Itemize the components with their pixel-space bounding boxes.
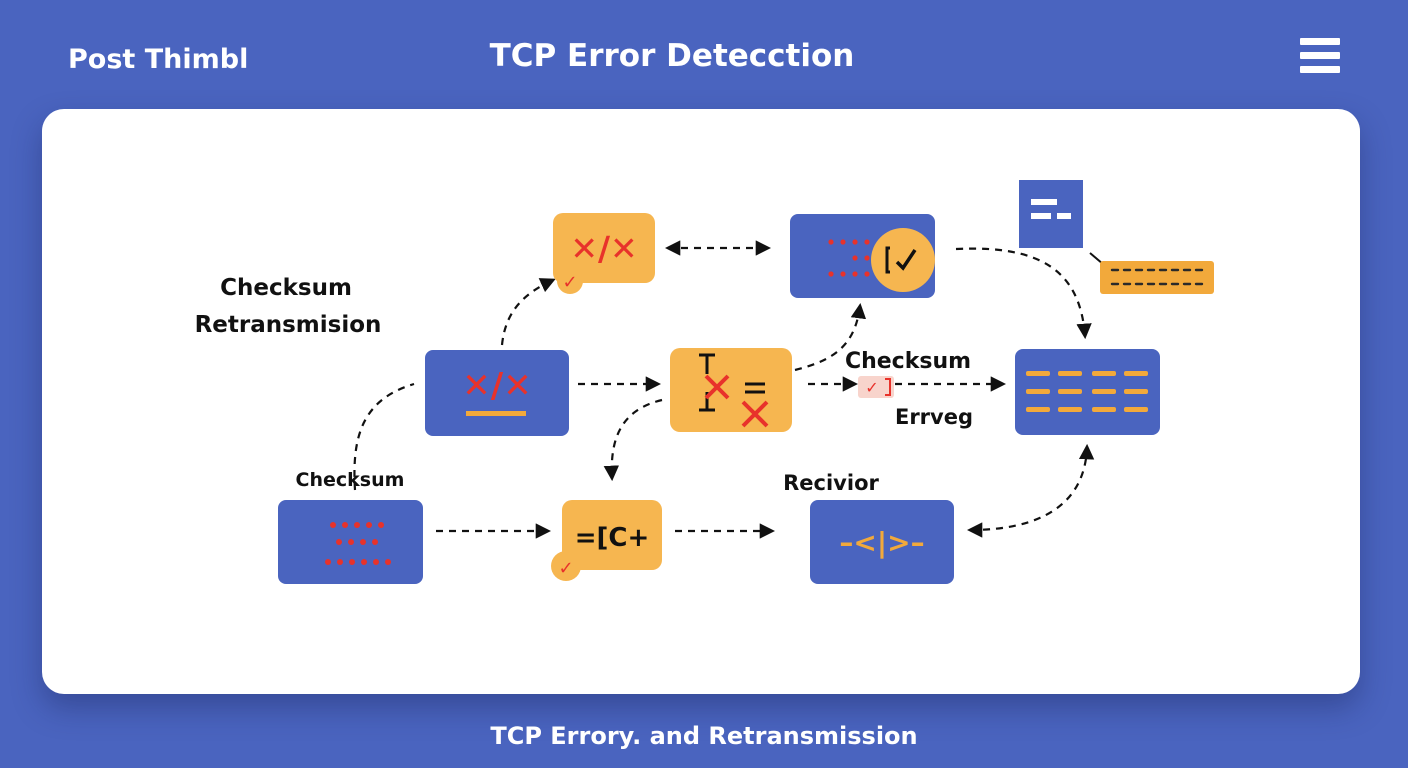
- node-error-top[interactable]: ✕/✕ ✓: [553, 213, 655, 294]
- node-compare-bottom[interactable]: =[C+ ✓: [551, 500, 662, 581]
- node-segment-bottom-left[interactable]: [278, 500, 423, 584]
- error-pair-glyph: ✕/✕: [570, 229, 637, 268]
- arrow-mid-to-bottom: [603, 398, 663, 482]
- check-tag: ✓: [858, 376, 894, 398]
- compare-glyph: =[C+: [575, 523, 650, 553]
- arrow-left-to-top: [500, 278, 556, 346]
- code-glyph: –<|>–: [839, 526, 924, 559]
- hamburger-menu-icon[interactable]: [1300, 38, 1340, 74]
- error-pair-glyph: ✕/✕: [462, 366, 531, 406]
- label-checksum-left: Checksum: [220, 275, 352, 301]
- check-icon: ✓: [558, 558, 573, 579]
- node-error-left[interactable]: ✕/✕: [425, 350, 569, 436]
- footer-caption: TCP Errory. and Retransmission: [490, 722, 918, 750]
- code-snippet-tag: [1100, 261, 1214, 294]
- label-checksum-mid: Checksum: [845, 349, 971, 374]
- arrow-receiver-right-bidir: [966, 443, 1095, 538]
- check-icon: ✓: [865, 378, 878, 397]
- brand-logo-text: Post Thimbl: [68, 44, 249, 75]
- check-icon: ✓: [562, 272, 577, 293]
- label-receiver: Recivior: [783, 471, 879, 495]
- label-retransmission-left: Retransmision: [195, 312, 382, 338]
- label-checksum-bottom: Checksum: [296, 469, 405, 491]
- page-title: TCP Error Detecction: [489, 38, 855, 74]
- node-receiver[interactable]: –<|>–: [810, 500, 954, 584]
- label-erreg: Errveg: [895, 405, 973, 429]
- node-compare-mid[interactable]: [670, 348, 792, 432]
- arrow-topright-to-right: [955, 247, 1092, 340]
- node-data-right[interactable]: [1015, 349, 1160, 435]
- arrow-bottom-to-left: [353, 382, 415, 491]
- document-icon: [1019, 180, 1083, 248]
- node-check-top[interactable]: [790, 214, 935, 298]
